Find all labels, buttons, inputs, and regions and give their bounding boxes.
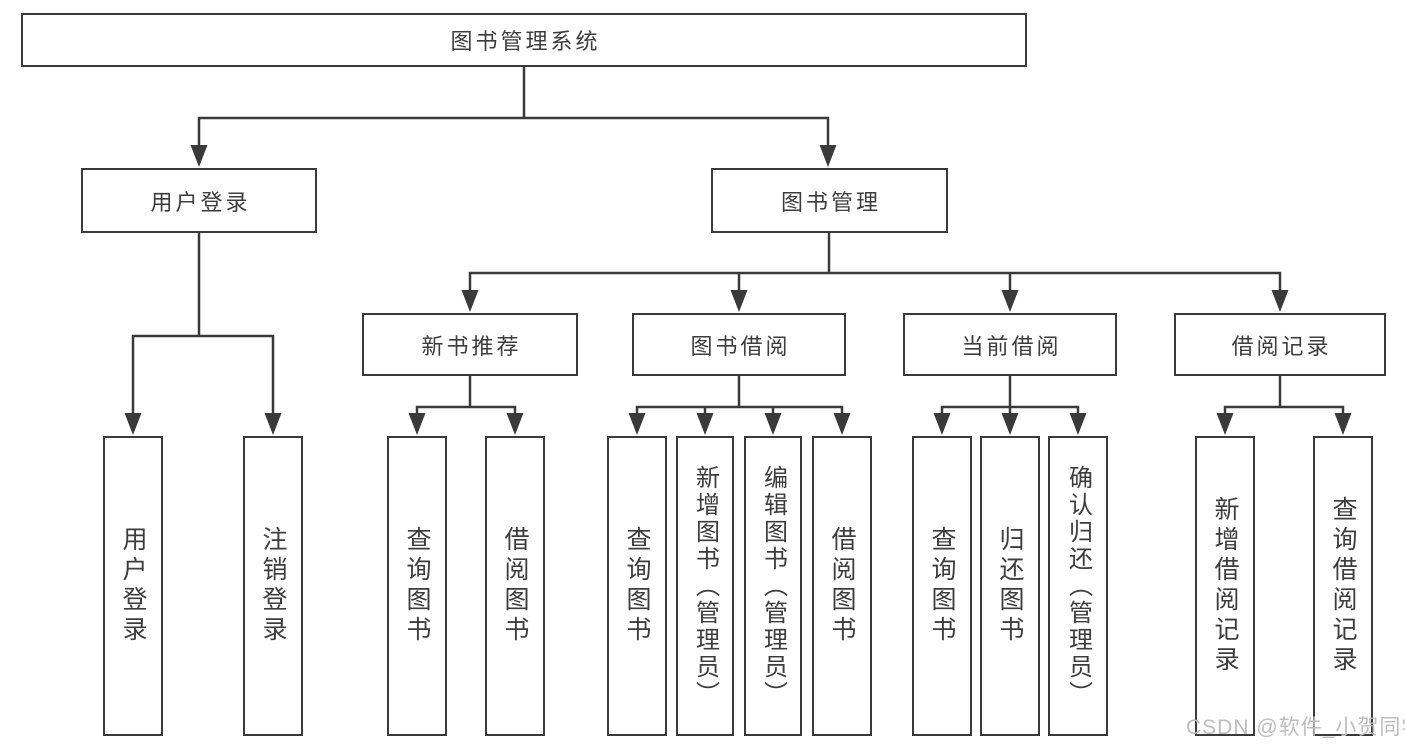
node-new-book-recommendation: 新书推荐 (362, 313, 578, 376)
node-label: 用户登录 (150, 189, 251, 215)
node-user-login: 用户登录 (81, 168, 317, 233)
leaf-label: 编辑图书（管理员） (759, 464, 787, 708)
leaf-edit-book-admin: 编辑图书（管理员） (744, 436, 802, 736)
node-label: 当前借阅 (961, 333, 1062, 359)
arrow-down-icon (1216, 413, 1234, 435)
node-borrowing-records: 借阅记录 (1174, 313, 1386, 376)
node-label: 新书推荐 (421, 333, 522, 359)
leaf-add-borrow-record: 新增借阅记录 (1195, 436, 1255, 736)
leaf-return-books: 归还图书 (980, 436, 1040, 736)
leaf-label: 查询图书 (623, 526, 651, 646)
arrow-down-icon (506, 413, 524, 435)
arrow-down-icon (1069, 413, 1087, 435)
arrow-down-icon (190, 145, 208, 167)
leaf-query-borrow-record: 查询借阅记录 (1313, 436, 1373, 736)
node-label: 借阅记录 (1231, 333, 1332, 359)
watermark-text: CSDN @软件_小贺同学 (1186, 716, 1405, 739)
node-label: 图书管理系统 (450, 29, 601, 54)
arrow-down-icon (124, 413, 142, 435)
arrow-down-icon (764, 413, 782, 435)
leaf-logout: 注销登录 (243, 436, 303, 736)
leaf-query-books-recommendation: 查询图书 (387, 436, 447, 736)
node-library-management-system: 图书管理系统 (21, 13, 1027, 67)
leaf-label: 查询借阅记录 (1329, 496, 1357, 676)
leaf-label: 借阅图书 (828, 526, 856, 646)
arrow-down-icon (696, 413, 714, 435)
leaf-label: 注销登录 (259, 526, 287, 646)
leaf-add-book-admin: 新增图书（管理员） (676, 436, 734, 736)
arrow-down-icon (408, 413, 426, 435)
node-label: 图书管理 (780, 189, 881, 215)
arrow-down-icon (1334, 413, 1352, 435)
arrow-down-icon (833, 413, 851, 435)
leaf-confirm-return-admin: 确认归还（管理员） (1048, 436, 1108, 736)
leaf-borrow-books-recommendation: 借阅图书 (485, 436, 545, 736)
leaf-label: 归还图书 (996, 526, 1024, 646)
arrow-down-icon (628, 413, 646, 435)
arrow-down-icon (1001, 290, 1019, 312)
arrow-down-icon (461, 290, 479, 312)
leaf-label: 借阅图书 (501, 526, 529, 646)
node-book-management: 图书管理 (711, 168, 948, 233)
arrow-down-icon (1271, 290, 1289, 312)
arrow-down-icon (264, 413, 282, 435)
leaf-label: 新增借阅记录 (1211, 496, 1239, 676)
arrow-down-icon (933, 413, 951, 435)
node-current-borrowing: 当前借阅 (903, 313, 1117, 376)
arrow-down-icon (730, 290, 748, 312)
node-label: 图书借阅 (690, 333, 791, 359)
leaf-label: 确认归还（管理员） (1064, 464, 1092, 708)
leaf-query-books-borrowing: 查询图书 (607, 436, 667, 736)
leaf-label: 用户登录 (119, 526, 147, 646)
leaf-query-books-current: 查询图书 (912, 436, 972, 736)
arrow-down-icon (1001, 413, 1019, 435)
leaf-label: 查询图书 (928, 526, 956, 646)
leaf-label: 新增图书（管理员） (691, 464, 719, 708)
arrow-down-icon (819, 145, 837, 167)
node-book-borrowing: 图书借阅 (632, 313, 846, 376)
leaf-label: 查询图书 (403, 526, 431, 646)
leaf-borrow-books: 借阅图书 (812, 436, 872, 736)
leaf-user-login: 用户登录 (103, 436, 163, 736)
